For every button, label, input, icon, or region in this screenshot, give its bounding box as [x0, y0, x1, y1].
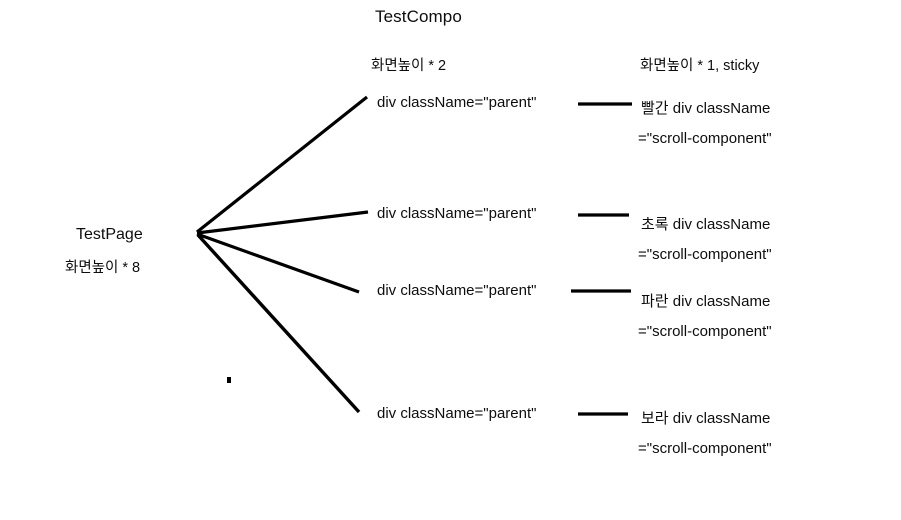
- scroll-component-node-2-line2: ="scroll-component": [638, 246, 772, 263]
- parent-node-2: div className="parent": [377, 205, 537, 222]
- parent-column-meta: 화면높이 * 2: [371, 58, 447, 74]
- scroll-component-node-3-line1: 파란 div className: [641, 293, 771, 310]
- scroll-component-node-1-line2: ="scroll-component": [638, 130, 772, 147]
- scroll-component-node-3-line2: ="scroll-component": [638, 323, 772, 340]
- branch-line-1: [196, 95, 368, 234]
- parent-node-1: div className="parent": [377, 94, 537, 111]
- scroll-component-node-2-line1: 초록 div className: [641, 216, 771, 233]
- diagram-title: TestCompo: [375, 7, 462, 26]
- parent-node-3: div className="parent": [377, 282, 537, 299]
- scroll-component-node-1-line1: 빨간 div className: [641, 100, 771, 117]
- branch-line-2: [196, 210, 369, 235]
- stray-dot-mark: [227, 377, 231, 383]
- root-node-meta: 화면높이 * 8: [65, 260, 141, 276]
- branch-line-4: [196, 233, 361, 414]
- parent-node-4: div className="parent": [377, 405, 537, 422]
- branch-line-3: [196, 232, 360, 294]
- root-node-label: TestPage: [76, 226, 143, 243]
- scroll-component-node-4-line1: 보라 div className: [641, 410, 771, 427]
- child-column-meta: 화면높이 * 1, sticky: [640, 58, 760, 74]
- scroll-component-node-4-line2: ="scroll-component": [638, 440, 772, 457]
